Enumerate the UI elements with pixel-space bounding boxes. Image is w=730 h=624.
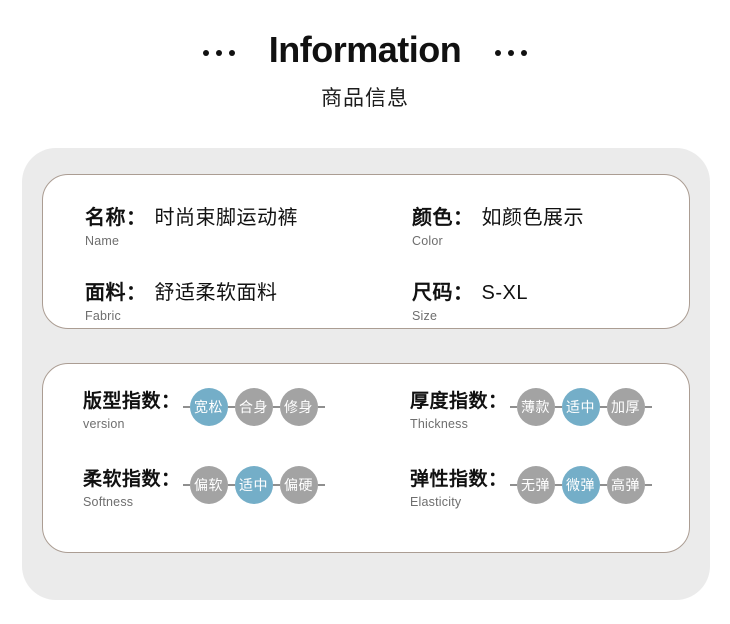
info-line: 名称： 时尚束脚运动裤 (85, 201, 366, 230)
page-title-en: Information (268, 29, 462, 70)
index-label-en-elasticity: Elasticity (410, 494, 462, 509)
index-label-cn-version: 版型指数： (83, 391, 181, 412)
index-option-elasticity-2[interactable]: 高弹 (606, 466, 645, 504)
index-row-version: 版型指数： version 宽松 合身 修身 (43, 386, 366, 464)
scale-connector (554, 484, 562, 486)
info-label-fabric: 面料： (85, 282, 147, 304)
scale-connector (227, 406, 235, 408)
index-label-en-softness: Softness (83, 494, 134, 509)
info-value-color: 如颜色展示 (481, 207, 584, 229)
index-labels: 弹性指数： Elasticity (410, 464, 508, 509)
product-info-column-right: 颜色： 如颜色展示 Color 尺码： S-XL Size (366, 201, 689, 323)
index-option-version-1[interactable]: 合身 (234, 388, 273, 426)
info-value-size: S-XL (481, 282, 528, 304)
index-option-elasticity-0[interactable]: 无弹 (516, 466, 555, 504)
product-info-column-left: 名称： 时尚束脚运动裤 Name 面料： 舒适柔软面料 Fabric (43, 201, 366, 323)
title-row: Information (0, 32, 730, 68)
index-option-version-2[interactable]: 修身 (279, 388, 318, 426)
scale-connector (509, 484, 517, 486)
index-labels: 版型指数： version (83, 386, 181, 431)
scale-connector (644, 484, 652, 486)
info-value-fabric: 舒适柔软面料 (154, 282, 278, 304)
scale-connector (317, 406, 325, 408)
index-option-elasticity-1[interactable]: 微弹 (561, 466, 600, 504)
scale-connector (182, 406, 190, 408)
scale-connector (644, 406, 652, 408)
scale-connector (599, 484, 607, 486)
index-label-en-thickness: Thickness (410, 416, 469, 431)
index-option-softness-2[interactable]: 偏硬 (279, 466, 318, 504)
info-line: 面料： 舒适柔软面料 (85, 276, 366, 305)
dot-icon (521, 50, 528, 56)
index-option-softness-0[interactable]: 偏软 (189, 466, 228, 504)
decorative-dots-right (495, 50, 528, 56)
index-row-thickness: 厚度指数： Thickness 薄款 适中 加厚 (366, 386, 689, 464)
info-line: 颜色： 如颜色展示 (412, 201, 689, 230)
info-item-color: 颜色： 如颜色展示 Color (412, 201, 689, 248)
scale-connector (599, 406, 607, 408)
index-label-cn-thickness: 厚度指数： (410, 391, 508, 412)
scale-connector (317, 484, 325, 486)
info-label-size: 尺码： (412, 282, 474, 304)
index-scale-elasticity: 无弹 微弹 高弹 (509, 466, 652, 504)
index-label-cn-elasticity: 弹性指数： (410, 469, 508, 490)
index-label-en-version: version (83, 416, 125, 431)
info-sub-fabric: Fabric (85, 309, 121, 323)
info-item-fabric: 面料： 舒适柔软面料 Fabric (85, 276, 366, 323)
product-info-card: 名称： 时尚束脚运动裤 Name 面料： 舒适柔软面料 Fabric 颜色 (42, 174, 690, 329)
info-sub-size: Size (412, 309, 438, 323)
info-sub-name: Name (85, 234, 120, 248)
index-option-thickness-0[interactable]: 薄款 (516, 388, 555, 426)
dot-icon (228, 50, 235, 56)
scale-connector (227, 484, 235, 486)
information-panel: 名称： 时尚束脚运动裤 Name 面料： 舒适柔软面料 Fabric 颜色 (22, 148, 710, 600)
index-row-elasticity: 弹性指数： Elasticity 无弹 微弹 高弹 (366, 464, 689, 542)
index-row-softness: 柔软指数： Softness 偏软 适中 偏硬 (43, 464, 366, 542)
page-header: Information 商品信息 (0, 0, 730, 112)
info-label-name: 名称： (85, 207, 147, 229)
info-line: 尺码： S-XL (412, 276, 689, 305)
index-scale-softness: 偏软 适中 偏硬 (182, 466, 325, 504)
index-option-version-0[interactable]: 宽松 (189, 388, 228, 426)
info-label-color: 颜色： (412, 207, 474, 229)
index-labels: 柔软指数： Softness (83, 464, 181, 509)
product-info-grid: 名称： 时尚束脚运动裤 Name 面料： 舒适柔软面料 Fabric 颜色 (43, 201, 689, 323)
dot-icon (202, 50, 209, 56)
decorative-dots-left (202, 50, 235, 56)
scale-connector (272, 406, 280, 408)
index-scale-thickness: 薄款 适中 加厚 (509, 388, 652, 426)
index-option-thickness-2[interactable]: 加厚 (606, 388, 645, 426)
index-option-softness-1[interactable]: 适中 (234, 466, 273, 504)
page-subtitle-cn: 商品信息 (321, 87, 409, 110)
info-value-name: 时尚束脚运动裤 (154, 207, 298, 229)
info-sub-color: Color (412, 234, 443, 248)
index-scale-version: 宽松 合身 修身 (182, 388, 325, 426)
scale-connector (554, 406, 562, 408)
info-item-size: 尺码： S-XL Size (412, 276, 689, 323)
scale-connector (272, 484, 280, 486)
scale-connector (509, 406, 517, 408)
index-option-thickness-1[interactable]: 适中 (561, 388, 600, 426)
index-labels: 厚度指数： Thickness (410, 386, 508, 431)
product-index-card: 版型指数： version 宽松 合身 修身 厚度指数： Thickness (42, 363, 690, 553)
info-item-name: 名称： 时尚束脚运动裤 Name (85, 201, 366, 248)
scale-connector (182, 484, 190, 486)
dot-icon (495, 50, 502, 56)
dot-icon (508, 50, 515, 56)
index-label-cn-softness: 柔软指数： (83, 469, 181, 490)
product-index-grid: 版型指数： version 宽松 合身 修身 厚度指数： Thickness (43, 386, 689, 542)
dot-icon (215, 50, 222, 56)
